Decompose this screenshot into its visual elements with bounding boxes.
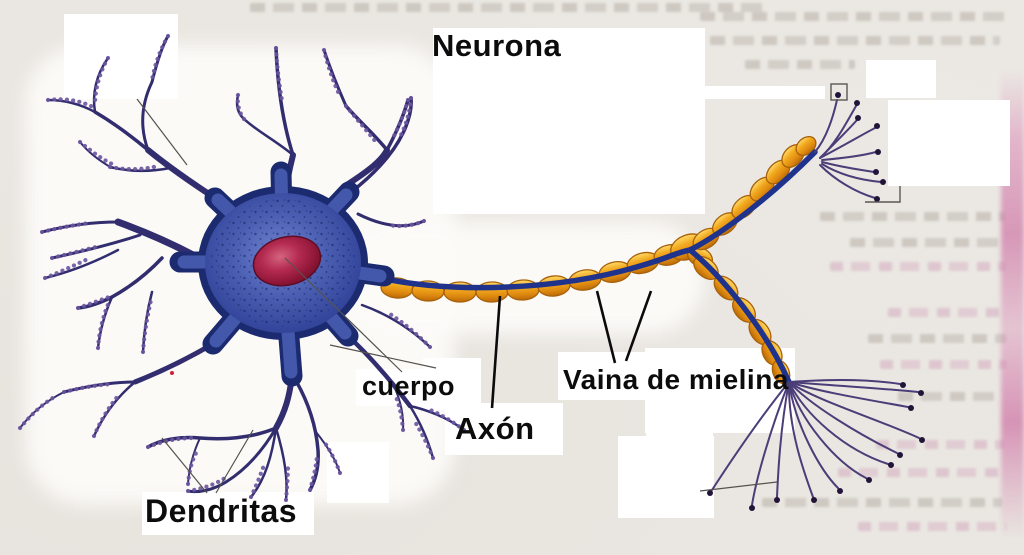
ghost-text (868, 334, 1006, 343)
ghost-text (830, 262, 1005, 271)
ghost-text (710, 36, 1000, 45)
label-cuerpo: cuerpo (362, 371, 456, 401)
ink-speck (170, 371, 174, 375)
dendrite-beads (17, 33, 467, 503)
soma (169, 161, 395, 387)
axon-fiber (377, 149, 818, 385)
ghost-text (888, 308, 1006, 317)
white-cover-box (433, 28, 705, 214)
label-axon: Axón (455, 411, 535, 446)
illustration-paper (345, 222, 705, 334)
diagram-title: Neurona (432, 28, 562, 63)
ghost-text (858, 522, 1006, 531)
ghost-text (745, 60, 855, 69)
ghost-text (762, 498, 1002, 507)
ghost-text (838, 468, 1006, 477)
ghost-text (898, 392, 1002, 401)
white-cover-box (327, 442, 389, 503)
callout-bracket (865, 186, 901, 203)
white-cover-box (646, 420, 713, 438)
white-cover-box (700, 86, 825, 99)
label-vaina-de-mielina: Vaina de mielina (563, 364, 789, 395)
white-cover-box (866, 60, 936, 98)
ghost-text (850, 238, 1000, 247)
myelin-sheath (380, 135, 817, 385)
axon-terminal-lower (707, 379, 925, 511)
white-cover-box (356, 369, 466, 406)
white-cover-box (618, 436, 714, 518)
label-dendritas: Dendritas (145, 493, 298, 529)
nucleus (252, 235, 322, 287)
page-edge-highlight (1001, 70, 1024, 540)
axon-terminal-upper (814, 83, 901, 203)
white-cover-box (888, 100, 1010, 186)
callout-square (830, 83, 848, 101)
ghost-text (700, 12, 1010, 21)
dendrites (17, 33, 467, 503)
pointer-lines (136, 98, 778, 494)
ghost-text (876, 440, 1004, 449)
ghost-text (820, 212, 1005, 221)
ghost-text (880, 360, 1006, 369)
ghost-text (250, 3, 770, 12)
